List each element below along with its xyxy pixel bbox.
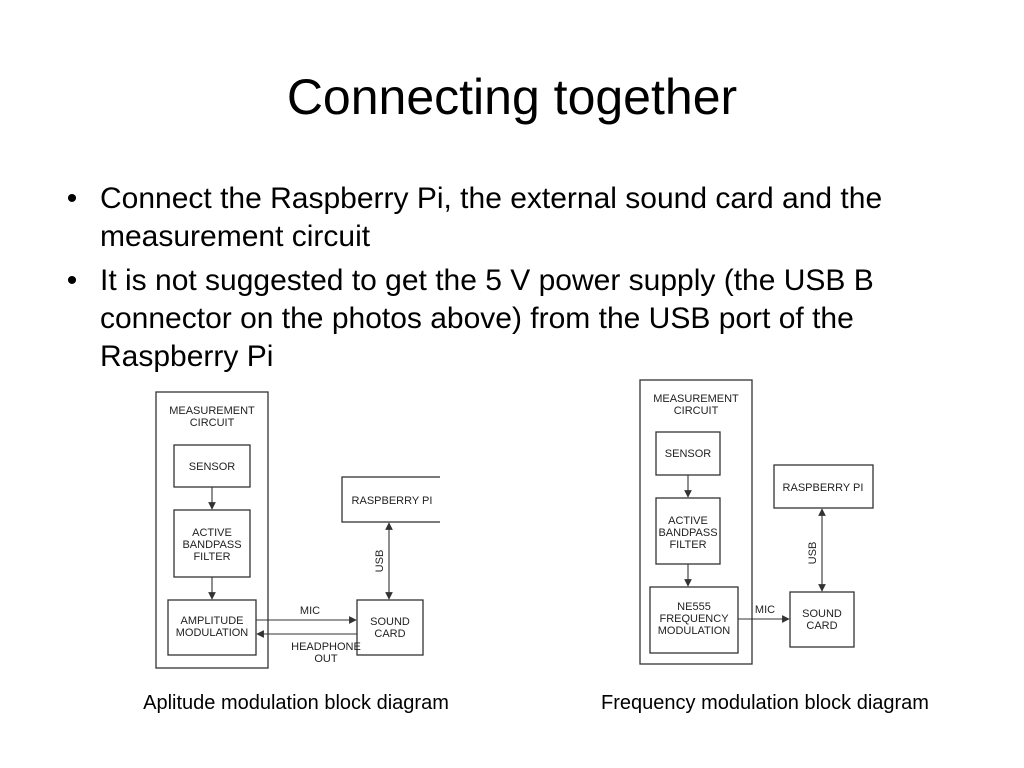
headphone-out-label: OUT bbox=[314, 653, 338, 665]
am-diagram-caption: Aplitude modulation block diagram bbox=[143, 692, 449, 714]
fm-diagram-caption: Frequency modulation block diagram bbox=[601, 692, 929, 714]
usb-label: USB bbox=[807, 542, 819, 565]
sound-card-label: CARD bbox=[374, 628, 405, 640]
modulation-label: FREQUENCY bbox=[659, 613, 729, 625]
bullet-icon: • bbox=[66, 182, 78, 215]
bullet-list: • Connect the Raspberry Pi, the external… bbox=[62, 180, 962, 382]
sound-card-label: SOUND bbox=[802, 608, 842, 620]
filter-label: FILTER bbox=[669, 539, 706, 551]
modulation-label: MODULATION bbox=[176, 627, 249, 639]
mic-label: MIC bbox=[300, 605, 320, 617]
filter-label: ACTIVE bbox=[192, 527, 232, 539]
sound-card-label: CARD bbox=[806, 620, 837, 632]
raspberry-pi-box bbox=[341, 476, 440, 523]
am-block-diagram: MEASUREMENT CIRCUIT SENSOR ACTIVE BANDPA… bbox=[155, 391, 440, 669]
raspberry-pi-box bbox=[773, 464, 874, 509]
mic-label: MIC bbox=[755, 604, 775, 616]
bullet-icon: • bbox=[66, 264, 78, 297]
bullet-item: • It is not suggested to get the 5 V pow… bbox=[62, 262, 962, 376]
measurement-circuit-label: MEASUREMENT bbox=[169, 405, 255, 417]
sensor-label: SENSOR bbox=[189, 461, 236, 473]
modulation-label: AMPLITUDE bbox=[181, 615, 244, 627]
modulation-label: NE555 bbox=[677, 601, 711, 613]
filter-label: BANDPASS bbox=[658, 527, 717, 539]
sensor-label: SENSOR bbox=[665, 448, 712, 460]
measurement-circuit-box bbox=[639, 379, 753, 665]
raspberry-pi-label: RASPBERRY PI bbox=[352, 495, 433, 507]
filter-label: ACTIVE bbox=[668, 515, 708, 527]
filter-label: FILTER bbox=[193, 551, 230, 563]
amplitude-modulation-box bbox=[167, 599, 257, 656]
bullet-text: It is not suggested to get the 5 V power… bbox=[100, 264, 874, 373]
measurement-circuit-label: MEASUREMENT bbox=[653, 393, 739, 405]
bullet-item: • Connect the Raspberry Pi, the external… bbox=[62, 180, 962, 256]
headphone-out-label: HEADPHONE bbox=[291, 641, 361, 653]
measurement-circuit-label: CIRCUIT bbox=[190, 417, 235, 429]
raspberry-pi-label: RASPBERRY PI bbox=[783, 482, 864, 494]
bullet-text: Connect the Raspberry Pi, the external s… bbox=[100, 182, 883, 253]
slide-title: Connecting together bbox=[286, 69, 738, 125]
sound-card-box bbox=[789, 591, 855, 648]
filter-label: BANDPASS bbox=[182, 539, 241, 551]
fm-block-diagram: MEASUREMENT CIRCUIT SENSOR ACTIVE BANDPA… bbox=[639, 379, 874, 665]
usb-label: USB bbox=[374, 550, 386, 573]
frequency-modulation-box bbox=[649, 586, 739, 654]
modulation-label: MODULATION bbox=[658, 625, 731, 637]
sound-card-label: SOUND bbox=[370, 616, 410, 628]
sound-card-box bbox=[356, 599, 424, 656]
measurement-circuit-label: CIRCUIT bbox=[674, 405, 719, 417]
measurement-circuit-box bbox=[155, 391, 269, 669]
